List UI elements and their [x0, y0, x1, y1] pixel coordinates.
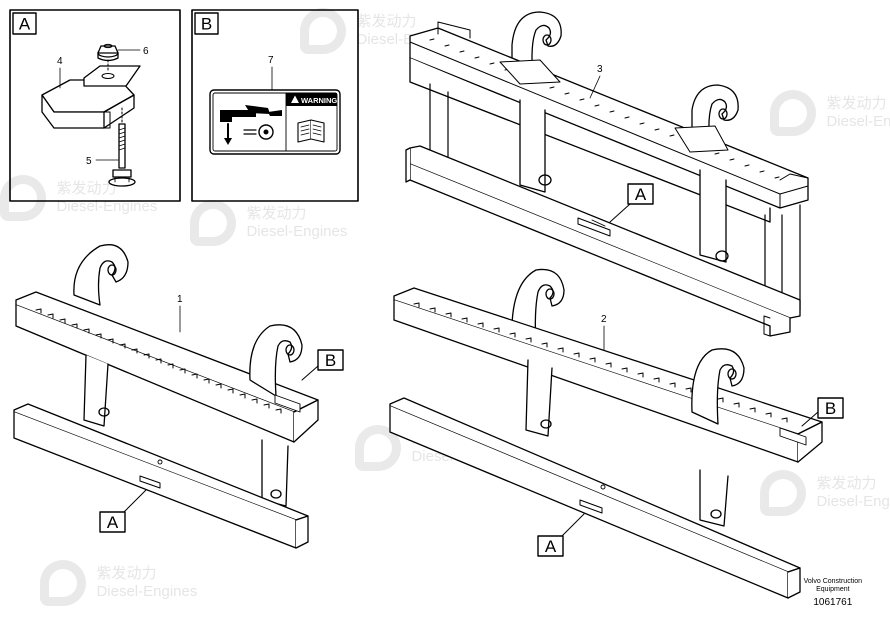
detail-a-frame — [9, 9, 181, 202]
clip-plate — [41, 79, 135, 129]
ref-letter-b: B — [325, 351, 336, 370]
detail-a-tag — [12, 12, 37, 35]
credit-line-1: Volvo Construction — [803, 578, 862, 585]
callout-5: 5 — [86, 156, 92, 167]
detail-b-frame — [191, 9, 359, 202]
detail-b-letter: B — [201, 15, 212, 34]
callout-3: 3 — [597, 64, 603, 75]
detail-b-panel: B 7 WARNING — [191, 9, 359, 202]
flange-nut — [97, 43, 119, 62]
ref-letter-a: A — [107, 513, 119, 532]
ref-letter-a: A — [545, 537, 557, 556]
callout-7: 7 — [268, 55, 274, 66]
assembly-1: 1 B A — [13, 244, 344, 549]
detail-a-panel: A — [9, 9, 181, 202]
callout-1: 1 — [177, 294, 183, 305]
ref-letter-b: B — [825, 399, 836, 418]
ref-tag-a — [537, 535, 564, 557]
ref-tag-b — [317, 349, 344, 371]
warning-triangle-icon — [291, 95, 299, 103]
callout-6: 6 — [143, 46, 149, 57]
ref-tag-a — [627, 183, 654, 205]
fork-hazard-icon — [220, 105, 282, 145]
detail-b-tag — [194, 12, 219, 35]
top-plate — [83, 65, 141, 87]
callout-2: 2 — [601, 314, 607, 325]
warning-label: WARNING — [301, 96, 337, 105]
hook-right — [249, 324, 303, 397]
callout-4: 4 — [57, 56, 63, 67]
hook-left — [73, 244, 129, 306]
assembly-3: 3 A — [405, 11, 809, 337]
credit-block: Volvo Construction Equipment 1061761 — [804, 578, 862, 609]
manual-book-icon — [297, 119, 325, 143]
ref-tag-a — [99, 511, 126, 533]
ref-letter-a: A — [635, 185, 647, 204]
detail-a-letter: A — [19, 15, 31, 34]
ref-tag-b — [817, 397, 844, 419]
warning-decal: WARNING — [209, 89, 341, 155]
assembly-2: 2 B A — [389, 268, 844, 599]
credit-line-2: Equipment — [816, 586, 850, 593]
flange-bolt — [108, 107, 136, 187]
hook-right — [691, 348, 745, 425]
diagram-number: 1061761 — [813, 597, 853, 608]
